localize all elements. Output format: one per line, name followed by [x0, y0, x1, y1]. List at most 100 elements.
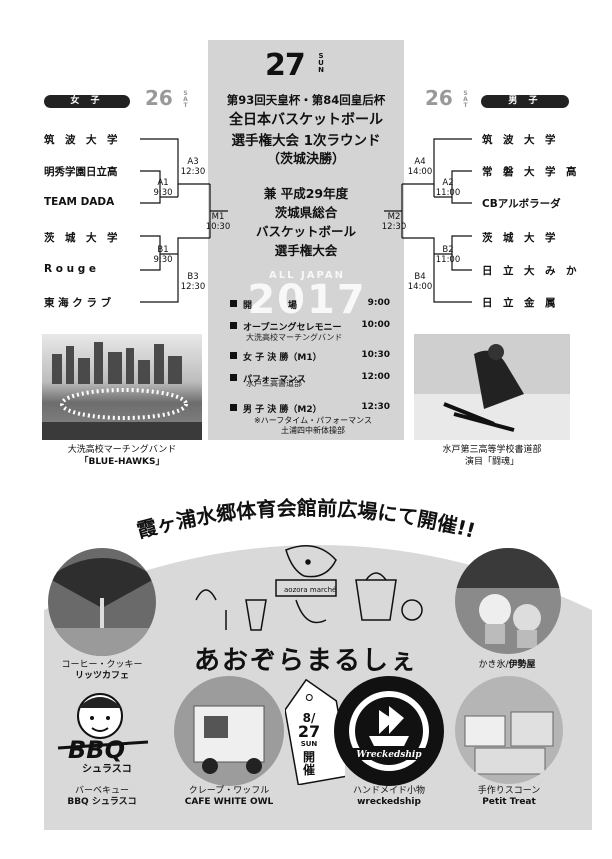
bracket-line [434, 235, 472, 255]
bullet-square-icon [230, 322, 237, 329]
watermark-all-japan: ALL JAPAN [269, 270, 345, 281]
women-team-5: R o u g e [44, 263, 97, 275]
svg-text:Wreckedship: Wreckedship [356, 750, 422, 760]
bracket-line [402, 237, 435, 254]
calligraphy-image [414, 344, 570, 440]
women-team-6: 東 海 ク ラ ブ [44, 297, 112, 309]
bracket-line [433, 138, 472, 171]
schedule-note-1: ※ハーフタイム・パフォーマンス [254, 416, 372, 425]
event-subtitle-line2: 茨城県総合 [274, 205, 338, 220]
men-day: 26 [425, 86, 453, 110]
women-team-2: 明秀学園日立高 [44, 166, 118, 178]
stall-caption-iseya: かき氷/伊勢屋 [478, 660, 536, 670]
svg-text:シュラスコ: シュラスコ [82, 763, 132, 775]
svg-text:霞ヶ浦水郷体育会館前広場にて開催!!: 霞ヶ浦水郷体育会館前広場にて開催!! [134, 496, 478, 543]
bbq-mascot-icon: BBQ シュラスコ [57, 693, 149, 775]
marching-band-image [42, 342, 202, 440]
women-day: 26 [145, 86, 173, 110]
bracket-line [177, 237, 210, 254]
event-subtitle-line3: バスケットボール [255, 224, 356, 239]
men-team-2: 常 磐 大 学 高 [482, 166, 577, 178]
event-subtitle-line4: 選手権大会 [274, 243, 338, 258]
calligraphy-photo [414, 334, 570, 440]
schedule-sub-calligraphy: 水戸三高書道部 [246, 379, 302, 388]
schedule-item: オープニングセレモニー 10:00 [230, 320, 390, 333]
men-team-1: 筑 波 大 学 [482, 134, 556, 146]
women-label: 女 子 [44, 95, 130, 108]
bracket-line [140, 254, 179, 303]
marching-caption-2: 「BLUE-HAWKS」 [79, 457, 165, 467]
calligraphy-caption-2: 演目「闘魂」 [464, 457, 519, 467]
venue-title-arc: 霞ヶ浦水郷体育会館前広場にて開催!! [134, 496, 478, 543]
bracket-line [433, 254, 472, 303]
event-title-line1: 第93回天皇杯・第84回皇后杯 [226, 93, 386, 107]
center-info-panel [208, 40, 404, 440]
bracket-line [140, 138, 179, 171]
men-team-5: 日 立 大 み か [482, 265, 577, 277]
schedule-sub-marching: 大洗高校マーチングバンド [246, 333, 343, 342]
bracket-line [451, 197, 472, 204]
schedule-item: 女 子 決 勝（M1） 10:30 [230, 350, 390, 363]
stall-caption-ritz: コーヒー・クッキーリッツカフェ [61, 660, 143, 681]
ship-wheel-icon: Wreckedship [349, 691, 429, 771]
market-logo-text: aozora marché [284, 586, 336, 594]
venue-title: 霞ヶ浦水郷体育会館前広場にて開催!! [134, 496, 478, 543]
marching-caption-1: 大洗高校マーチングバンド [67, 445, 177, 455]
marching-band-photo [42, 334, 202, 440]
crepe-truck-image [193, 705, 265, 774]
calligraphy-caption-1: 水戸第三高等学校書道部 [442, 445, 542, 455]
men-label: 男 子 [481, 95, 569, 108]
stall-photo-ritz-cafe [48, 548, 156, 656]
bracket-line [140, 170, 178, 198]
men-team-6: 日 立 金 属 [482, 297, 556, 309]
schedule-item: パフォーマンス 12:00 [230, 372, 390, 385]
parasol-image [48, 558, 156, 656]
bracket-line [140, 197, 161, 204]
event-subtitle-line1: 兼 平成29年度 [263, 186, 349, 201]
svg-text:BBQ: BBQ [68, 736, 125, 764]
schedule-note-2: 土浦四中新体操部 [281, 426, 345, 435]
women-team-3: TEAM DADA [44, 196, 115, 208]
year-watermark: ALL JAPAN 2017 [232, 270, 382, 323]
bullet-square-icon [230, 404, 237, 411]
event-title-line3: 選手権大会 1次ラウンド [231, 133, 381, 149]
stall-photo-iseya [455, 548, 561, 654]
women-team-4: 茨 城 大 学 [44, 232, 118, 244]
watermark-year: 2017 [247, 277, 367, 323]
schedule-item: 開 場 9:00 [230, 298, 390, 311]
date-tag-text: 8/ 27 SUN 開 催 [297, 711, 321, 777]
stall-photo-petit-treat [455, 676, 563, 784]
women-team-1: 筑 波 大 学 [44, 134, 118, 146]
men-team-3: CBアルボラーダ [482, 198, 561, 210]
market-title: あおぞらまるしぇ [193, 646, 418, 676]
bracket-line [140, 235, 178, 255]
bracket-line [434, 170, 472, 198]
bullet-square-icon [230, 300, 237, 307]
stall-logo-bbq: BBQ シュラスコ [48, 676, 158, 786]
scone-image [464, 711, 554, 775]
schedule-item: 男 子 決 勝（M2） 12:30 [230, 402, 390, 415]
bracket-line [451, 254, 472, 271]
bracket-line [140, 254, 161, 271]
bullet-square-icon [230, 374, 237, 381]
market-illustration: aozora marché [195, 545, 423, 631]
final-date: 27 [265, 48, 306, 83]
shaved-ice-image [455, 548, 561, 648]
event-title-line4: （茨城決勝） [266, 152, 345, 167]
bullet-square-icon [230, 352, 237, 359]
